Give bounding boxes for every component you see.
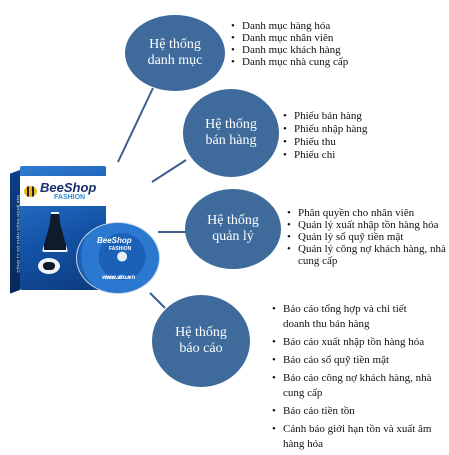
list-item: Phiếu nhập hàng: [283, 123, 367, 136]
box-brand-sub: FASHION: [54, 194, 86, 201]
disc-icon: BeeShop FASHION www.ato.vn: [76, 222, 160, 294]
node-he-thong-danh-muc[interactable]: Hệ thống danh mục: [125, 15, 225, 91]
node-he-thong-quan-ly[interactable]: Hệ thống quản lý: [185, 189, 281, 269]
node-title-line2: quản lý: [212, 229, 254, 244]
list-item: Phiếu chi: [283, 149, 367, 162]
list-item: Báo cáo tiền tồn: [272, 404, 432, 419]
box-website: www.ato.vn: [102, 275, 136, 281]
list-danh-muc: Danh mục hàng hóa Danh mục nhân viên Dan…: [231, 20, 348, 68]
node-title-line2: danh mục: [147, 53, 203, 68]
list-item: Báo cáo công nợ khách hàng, nhà cung cấp: [272, 371, 432, 401]
list-item: Danh mục nhân viên: [231, 32, 348, 44]
box-brand-bar: BeeShop FASHION: [20, 176, 106, 206]
list-item: Báo cáo sổ quỹ tiền mặt: [272, 353, 432, 368]
list-item: Phân quyền cho nhân viên: [287, 207, 446, 219]
list-item: Cảnh báo giới hạn tồn và xuất âm hàng hó…: [272, 422, 432, 452]
list-item: Quản lý công nợ khách hàng, nhà cung cấp: [287, 243, 446, 267]
node-title-line1: Hệ thống: [149, 37, 201, 52]
handbag-icon: [38, 258, 60, 274]
node-title-line1: Hệ thống: [175, 325, 227, 340]
node-title-line2: bán hàng: [205, 133, 257, 148]
list-item: Quản lý sổ quỹ tiền mặt: [287, 231, 446, 243]
list-quan-ly: Phân quyền cho nhân viên Quản lý xuất nh…: [287, 207, 446, 267]
list-item: Quản lý xuất nhập tồn hàng hóa: [287, 219, 446, 231]
box-brand-name: BeeShop: [40, 180, 97, 195]
list-item: Danh mục khách hàng: [231, 44, 348, 56]
connector-bao-cao: [149, 292, 166, 309]
node-title-line2: báo cáo: [179, 341, 223, 356]
disc-brand-name: BeeShop: [97, 236, 132, 245]
list-item: Báo cáo tổng hợp và chi tiết doanh thu b…: [272, 302, 432, 332]
list-item: Báo cáo xuất nhập tồn hàng hóa: [272, 335, 432, 350]
node-title-line1: Hệ thống: [207, 213, 259, 228]
list-item: Danh mục hàng hóa: [231, 20, 348, 32]
node-he-thong-ban-hang[interactable]: Hệ thống bán hàng: [183, 89, 279, 177]
list-ban-hang: Phiếu bán hàng Phiếu nhập hàng Phiếu thu…: [283, 110, 367, 162]
connector-danh-muc: [117, 87, 154, 163]
list-item: Phiếu bán hàng: [283, 110, 367, 123]
connector-ban-hang: [151, 159, 187, 183]
list-item: Phiếu thu: [283, 136, 367, 149]
bee-logo-icon: [24, 185, 37, 197]
node-he-thong-bao-cao[interactable]: Hệ thống báo cáo: [152, 295, 250, 387]
node-title-line1: Hệ thống: [205, 117, 257, 132]
list-item: Danh mục nhà cung cấp: [231, 56, 348, 68]
disc-website: www.ato.vn: [105, 275, 131, 281]
disc-brand-sub: FASHION: [109, 246, 132, 252]
list-bao-cao: Báo cáo tổng hợp và chi tiết doanh thu b…: [272, 302, 432, 455]
beeshop-product-box: CÔNG TY CỔ PHẦN CÔNG NGHỆ ATO BeeShop FA…: [8, 160, 160, 300]
